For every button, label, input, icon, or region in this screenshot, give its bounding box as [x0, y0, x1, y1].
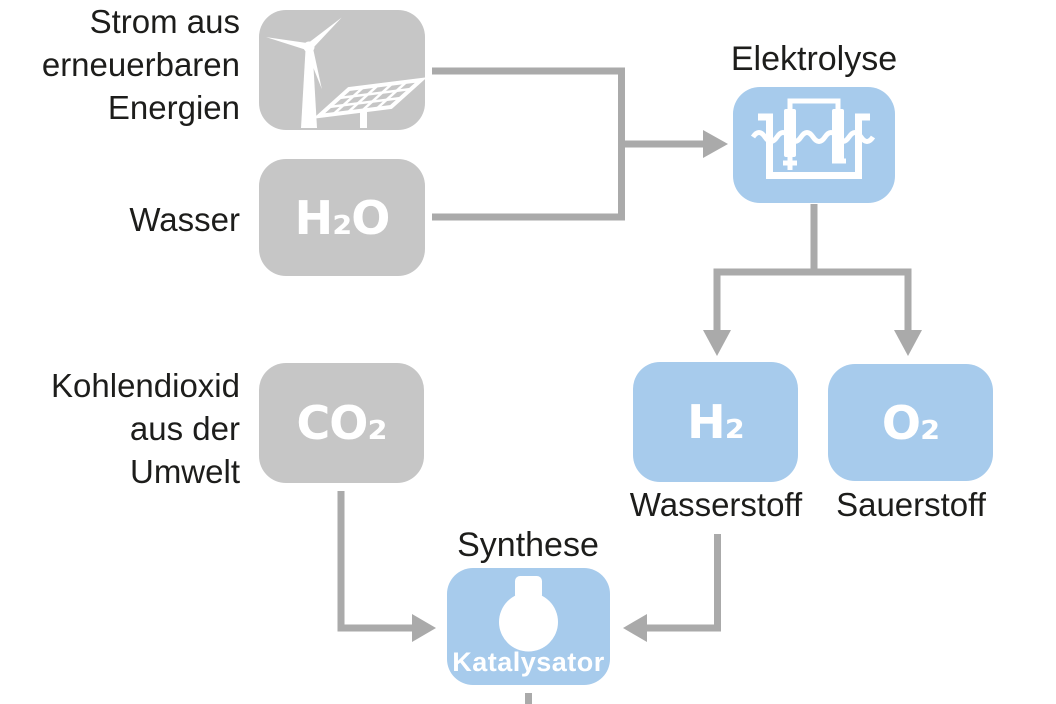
synthesis-catalyst-badge: Katalysator	[452, 647, 605, 677]
renewables-label: Strom aus erneuerbaren Energien	[41, 3, 240, 126]
water-box: H₂O	[259, 159, 425, 276]
arrowhead-to-electrolysis-icon	[703, 130, 728, 158]
line-electrolysis-split	[713, 204, 912, 334]
synthesis-box: Katalysator	[447, 568, 610, 685]
water-label: Wasser	[129, 201, 240, 238]
oxygen-box: O₂	[828, 364, 993, 481]
hydrogen-caption: Wasserstoff	[629, 486, 803, 523]
co2-formula: CO₂	[296, 396, 387, 450]
electrolysis-cell-icon	[750, 98, 876, 179]
electrolysis-title: Elektrolyse	[730, 40, 898, 78]
oxygen-caption: Sauerstoff	[836, 486, 986, 523]
arrowhead-to-oxygen-icon	[894, 330, 922, 356]
arrowhead-h2-to-synthesis-icon	[623, 614, 647, 642]
co2-label: Kohlendioxid aus der Umwelt	[51, 367, 240, 490]
hydrogen-box: H₂	[633, 362, 798, 482]
arrowhead-to-hydrogen-icon	[703, 330, 731, 356]
hydrogen-formula: H₂	[687, 395, 745, 449]
oxygen-formula: O₂	[881, 395, 940, 450]
renewables-box	[259, 10, 425, 130]
wind-turbine-solar-panel-icon	[266, 17, 425, 128]
water-formula: H₂O	[294, 190, 391, 245]
synthesis-title: Synthese	[457, 526, 599, 564]
electrolysis-box	[733, 87, 895, 203]
line-renewables-water-to-electrolysis	[432, 67, 704, 221]
round-flask-icon	[499, 576, 558, 652]
line-hydrogen-to-synthesis	[645, 534, 721, 632]
arrowhead-co2-to-synthesis-icon	[412, 614, 436, 642]
line-co2-to-synthesis	[337, 491, 413, 632]
co2-box: CO₂	[259, 363, 424, 483]
